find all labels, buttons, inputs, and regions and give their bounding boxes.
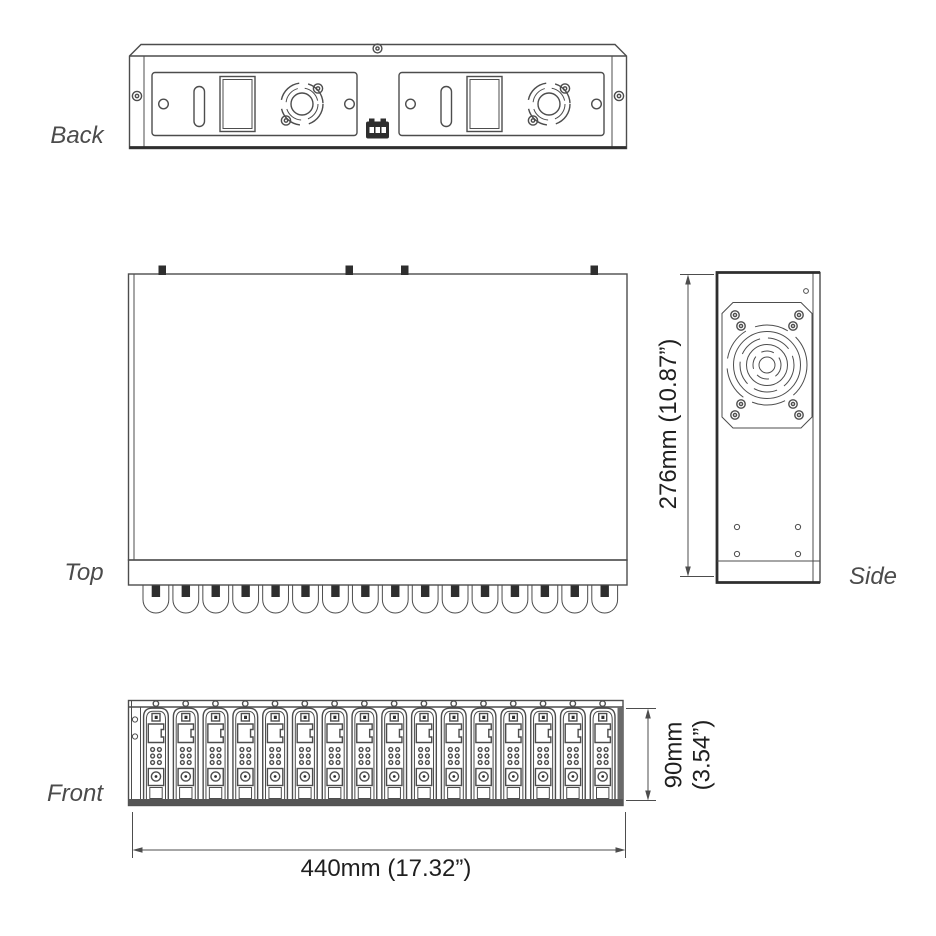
back-view <box>128 43 628 150</box>
top-screw-hole <box>372 43 383 54</box>
front-right-bar <box>617 707 623 799</box>
side-view-label: Side <box>848 563 898 590</box>
left-ear-hole <box>131 90 143 102</box>
fan-grille <box>726 324 808 406</box>
dim-height-mm: 90mm <box>660 721 688 789</box>
dim-width <box>132 812 626 858</box>
side-view <box>715 271 821 584</box>
side-bottom-holes <box>733 523 802 558</box>
front-view <box>127 699 624 807</box>
side-hole <box>803 288 809 294</box>
fan-plate <box>721 302 813 429</box>
dim-height-in: (3.54”) <box>688 719 715 791</box>
dim-depth-text: 276mm (10.87”) <box>655 338 682 510</box>
dim-height-text: 90mm (3.54”) <box>660 720 715 791</box>
power-connector <box>366 118 389 139</box>
right-ear-hole <box>613 90 625 102</box>
dim-height <box>626 708 656 801</box>
front-ear-holes <box>131 716 139 740</box>
front-modules <box>142 700 616 800</box>
psu-panel-right <box>398 71 605 137</box>
top-view <box>127 265 628 614</box>
top-view-label: Top <box>64 559 104 586</box>
dim-width-text: 440mm (17.32”) <box>300 855 472 882</box>
psu-panel-left <box>151 71 358 137</box>
dim-depth <box>680 274 714 577</box>
back-view-label: Back <box>50 122 104 149</box>
top-mount-tabs <box>158 265 598 275</box>
front-view-label: Front <box>46 780 104 807</box>
front-edge-strip <box>127 559 628 586</box>
front-bottom-bar <box>128 799 623 806</box>
top-lobes <box>142 584 619 614</box>
